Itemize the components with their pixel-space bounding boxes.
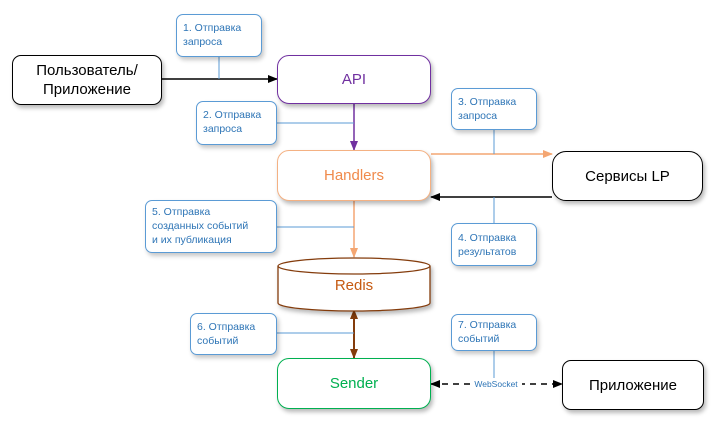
step-note-5: 5. Отправка созданных событий и их публи… [145,200,277,253]
step-note-7: 7. Отправка событий [451,314,537,351]
step-note-1: 1. Отправка запроса [176,14,262,57]
step-note-2: 2. Отправка запроса [196,101,277,145]
services-lp-node[interactable]: Сервисы LP [552,151,703,201]
step-note-6: 6. Отправка событий [190,313,277,355]
websocket-label: WebSocket [474,379,518,389]
step-note-4: 4. Отправка результатов [451,223,537,266]
step-note-3: 3. Отправка запроса [451,88,537,130]
handlers-node[interactable]: Handlers [277,150,431,201]
sender-label: Sender [329,375,379,392]
app-node[interactable]: Приложение [562,360,704,410]
services-lp-label: Сервисы LP [585,167,670,185]
user-app-node[interactable]: Пользователь/ Приложение [12,55,162,105]
handlers-label: Handlers [323,167,385,184]
websocket-label-bg [470,378,522,390]
api-label: API [341,71,367,88]
api-node[interactable]: API [277,55,431,104]
user-app-label: Пользователь/ Приложение [36,62,138,98]
sender-node[interactable]: Sender [277,358,431,409]
app-label: Приложение [589,376,677,394]
